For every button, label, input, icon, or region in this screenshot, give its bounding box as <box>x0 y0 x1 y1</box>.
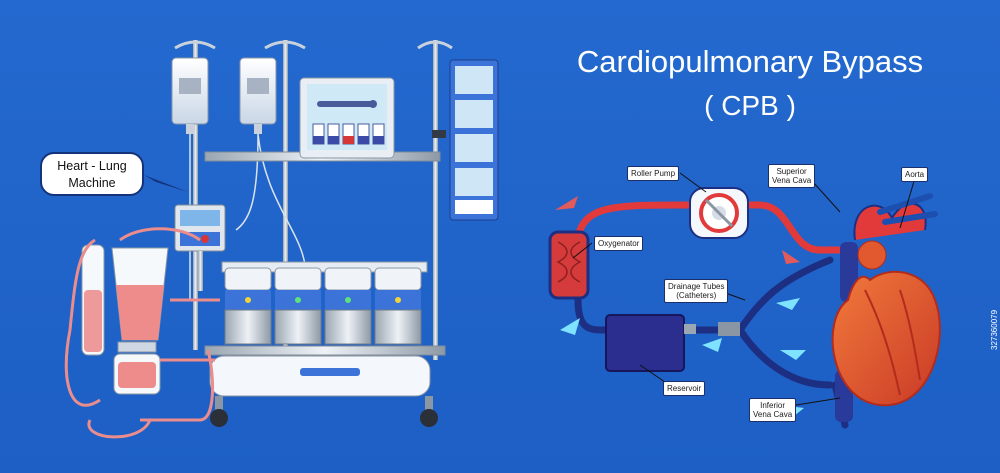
label-reservoir: Reservoir <box>663 381 706 396</box>
label-drainage-line1: Drainage Tubes <box>668 282 725 291</box>
control-unit <box>174 204 226 291</box>
roller-pumps-row <box>221 261 428 345</box>
stock-id: 327360079 <box>990 309 999 350</box>
machine-label-line1: Heart - Lung <box>57 159 127 173</box>
label-inferior-vena-cava: Inferior Vena Cava <box>749 398 797 422</box>
label-drainage-tubes: Drainage Tubes (Catheters) <box>664 279 729 303</box>
label-ivc-line2: Vena Cava <box>753 410 793 419</box>
label-svc-line1: Superior <box>776 167 807 176</box>
heart-lung-machine <box>64 40 499 439</box>
cardiotomy-reservoir <box>81 244 169 395</box>
callout-pointer <box>144 175 188 192</box>
iv-bag <box>171 57 209 134</box>
machine-label-line2: Machine <box>68 176 116 190</box>
label-drainage-line2: (Catheters) <box>676 291 717 300</box>
label-ivc-line1: Inferior <box>760 401 786 410</box>
label-oxygenator: Oxygenator <box>594 236 644 251</box>
heart <box>831 193 941 422</box>
pole-hooks <box>174 40 453 50</box>
oxygenator <box>548 230 590 300</box>
label-svc-line2: Vena Cava <box>772 176 812 185</box>
label-aorta: Aorta <box>901 167 929 182</box>
venous-line <box>574 256 849 429</box>
arterial-flow-arrows <box>555 196 800 264</box>
machine-base <box>204 345 446 427</box>
iv-pole <box>193 40 198 350</box>
monitor <box>299 77 395 159</box>
y-connector <box>718 322 740 336</box>
label-roller-pump: Roller Pump <box>627 166 680 181</box>
gas-blender-tower <box>432 59 499 221</box>
cpb-circuit <box>548 172 941 429</box>
iv-pole <box>283 40 288 350</box>
iv-bag <box>239 57 277 134</box>
blood-tubing <box>64 238 220 439</box>
iv-pole <box>433 40 438 360</box>
label-superior-vena-cava: Superior Vena Cava <box>768 164 816 188</box>
page-subtitle: ( CPB ) <box>704 90 796 121</box>
roller-pump <box>689 187 749 239</box>
venous-reservoir <box>605 314 696 372</box>
heart-lung-machine-label: Heart - Lung Machine <box>40 152 144 196</box>
blood-tubing <box>119 227 201 242</box>
page-title: Cardiopulmonary Bypass <box>576 44 924 79</box>
